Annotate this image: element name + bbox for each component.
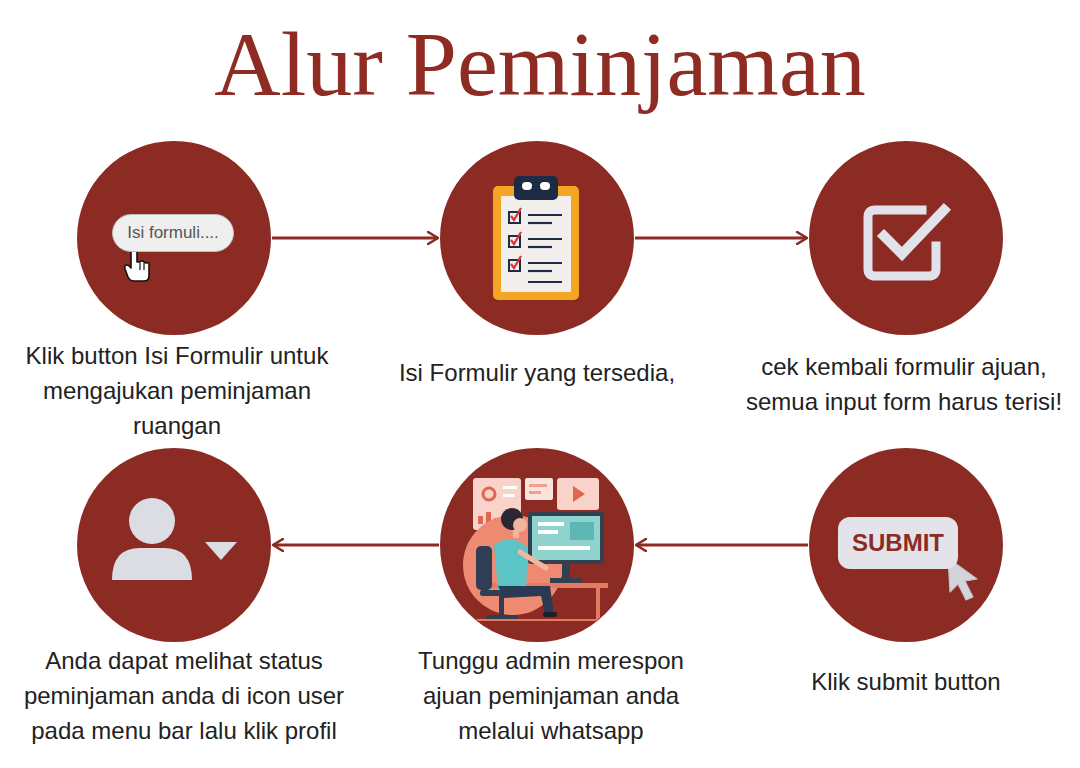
admin-illustration-part: [557, 478, 599, 510]
admin-illustration-part: [529, 491, 541, 494]
admin-illustration-part: [538, 530, 558, 534]
step-caption: Klik button Isi Formulir untuk mengajuka…: [17, 338, 337, 443]
flow-arrow: [636, 544, 808, 547]
admin-illustration-part: [562, 564, 570, 580]
admin-illustration-part: [538, 546, 590, 550]
user-icon-part: [205, 542, 237, 560]
flow-arrow: [273, 544, 439, 547]
button-pill: Isi formuli....: [112, 214, 234, 252]
step-caption: cek kembali formulir ajuan, semua input …: [739, 349, 1069, 419]
step-caption: Anda dapat melihat status peminjaman and…: [12, 643, 357, 748]
circle-shape: [77, 448, 271, 642]
hand-cursor-icon-part: [125, 247, 149, 281]
hand-cursor-icon-part: [143, 263, 144, 270]
admin-illustration-part: [513, 518, 527, 532]
admin-illustration-part: [520, 552, 546, 568]
admin-illustration-part: [543, 612, 557, 617]
admin-illustration-part: [494, 539, 528, 590]
circle-fill: [809, 141, 1003, 335]
admin-illustration-part: [529, 484, 547, 487]
diagram-title: Alur Peminjaman: [0, 18, 1080, 110]
checkbox-icon: [868, 210, 944, 276]
clipboard-icon-part: [540, 182, 550, 190]
button-label: SUBMIT: [852, 529, 944, 557]
admin-illustration-part: [486, 615, 518, 619]
admin-illustration-part: [570, 522, 594, 540]
clipboard-icon-part: [501, 196, 571, 292]
admin-illustration-part: [513, 530, 519, 538]
clipboard-icon-part: [528, 281, 562, 283]
user-icon: [112, 498, 237, 580]
admin-illustration-part: [503, 486, 517, 489]
admin-illustration-part: [532, 516, 600, 560]
checkbox-icon-part: [868, 210, 936, 276]
admin-illustration-part: [476, 546, 492, 590]
clipboard-icon: [493, 176, 579, 300]
flow-arrow: [635, 237, 807, 240]
admin-illustration-part: [538, 522, 564, 526]
clipboard-icon-part: [528, 238, 562, 240]
step-caption: Isi Formulir yang tersedia,: [367, 355, 707, 390]
clipboard-icon-part: [528, 222, 552, 224]
clipboard-icon-part: [528, 262, 562, 264]
step-circle: Klik submit buttonSUBMIT: [809, 448, 1003, 642]
checkbox-icon-part: [884, 210, 944, 254]
clipboard-icon-part: [514, 176, 558, 200]
admin-illustration-part: [483, 488, 495, 500]
circle-fill: [77, 448, 271, 642]
user-icon-part: [112, 548, 192, 580]
clipboard-icon-part: [528, 246, 552, 248]
user-icon-part: [129, 498, 175, 544]
step-circle: Klik button Isi Formulir untuk mengajuka…: [77, 141, 271, 335]
admin-illustration-part: [525, 478, 553, 500]
admin-illustration-part: [499, 596, 504, 616]
hand-cursor-icon: [125, 247, 149, 281]
admin-illustration-part: [463, 515, 563, 615]
clipboard-icon-part: [522, 182, 532, 190]
hand-cursor-icon-part: [139, 263, 140, 270]
clipboard-icon-part: [528, 214, 562, 216]
admin-illustration-part: [596, 588, 600, 622]
step-caption: Tunggu admin merespon ajuan peminjaman a…: [406, 643, 696, 748]
flow-arrow: [272, 237, 438, 240]
step-circle: cek kembali formulir ajuan, semua input …: [809, 141, 1003, 335]
circle-fill: [440, 141, 634, 335]
arrow-cursor-icon-part: [948, 558, 977, 600]
clipboard-icon-part: [511, 232, 521, 244]
clipboard-icon-part: [511, 256, 521, 268]
admin-illustration-part: [573, 486, 585, 502]
admin-illustration-part: [503, 494, 515, 497]
step-circle: Anda dapat melihat status peminjaman and…: [77, 448, 271, 642]
admin-illustration-part: [550, 578, 582, 583]
step-caption: Klik submit button: [756, 664, 1056, 699]
clipboard-icon-part: [511, 208, 521, 220]
admin-illustration-part: [478, 516, 483, 524]
button-label: Isi formuli....: [127, 223, 219, 243]
button-pill: SUBMIT: [838, 517, 958, 569]
clipboard-icon-part: [493, 186, 579, 300]
circle-fill: [440, 448, 634, 642]
clipboard-icon-part: [528, 270, 552, 272]
admin-illustration-part: [460, 619, 620, 621]
arrow-cursor-icon: [948, 558, 977, 600]
admin-illustration-part: [498, 586, 554, 614]
circle-fill: [77, 141, 271, 335]
circle-fill: [809, 448, 1003, 642]
admin-illustration: [460, 478, 620, 622]
admin-illustration-part: [528, 512, 604, 564]
circle-shape: [809, 141, 1003, 335]
